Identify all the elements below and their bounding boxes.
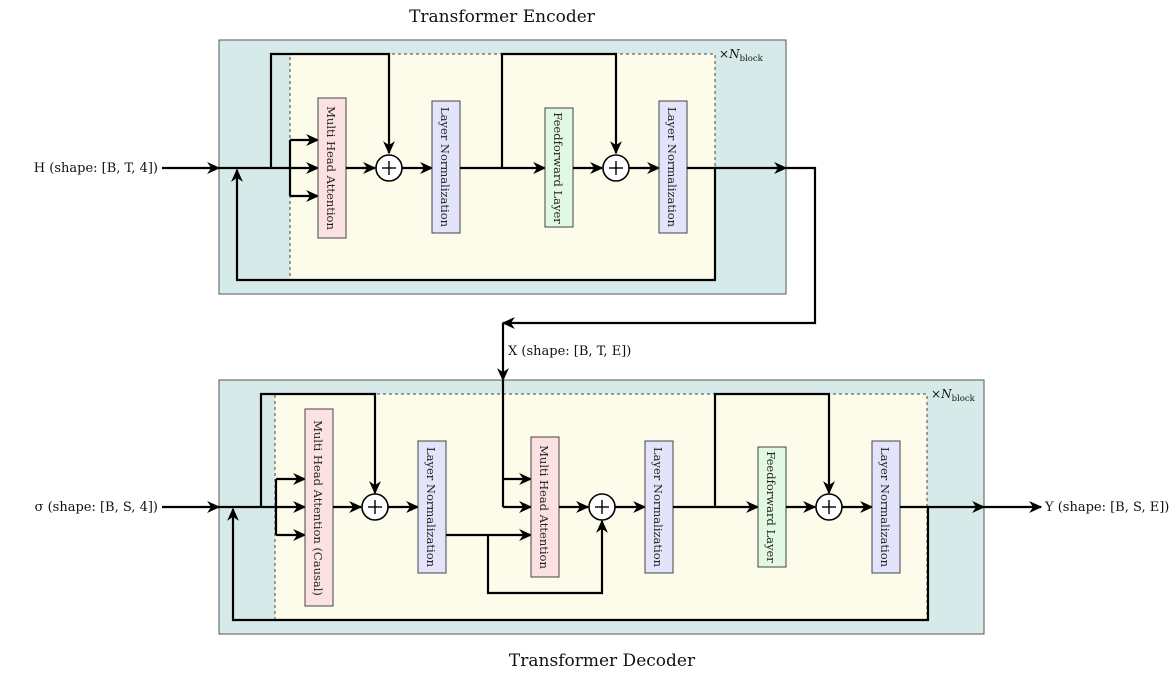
decoder-output-label: Y (shape: [B, S, E])	[1044, 500, 1169, 515]
decoder-norm-3-block	[871, 440, 901, 574]
encoder-norm-1-label: Layer Normalization	[438, 107, 452, 228]
encoder-sum-1-icon	[375, 154, 403, 182]
decoder-sum-3-icon	[815, 493, 843, 521]
decoder-norm-3-label: Layer Normalization	[878, 447, 892, 568]
decoder-sum-1-icon	[361, 493, 389, 521]
encoder-loop-back	[231, 166, 717, 282]
decoder-loop-back	[227, 505, 930, 622]
decoder-cross-attention-label: Multi Head Attention	[537, 445, 551, 569]
encoder-sum-2-icon	[602, 154, 630, 182]
encoder-to-decoder-line	[501, 166, 817, 329]
decoder-feedforward-block	[757, 446, 787, 568]
decoder-feedforward-label: Feedforward Layer	[764, 451, 778, 563]
decoder-residual-3	[713, 392, 835, 507]
decoder-causal-attention-label: Multi Head Attention (Causal)	[311, 420, 325, 596]
decoder-causal-attention-block	[304, 408, 334, 607]
encoder-attention-block	[317, 97, 347, 239]
encoder-feedforward-block	[544, 107, 574, 228]
decoder-residual-1	[259, 392, 381, 507]
encoder-norm-2-label: Layer Normalization	[665, 107, 679, 228]
encoder-attention-label: Multi Head Attention	[324, 106, 338, 230]
bridge-label: X (shape: [B, T, E])	[508, 344, 631, 359]
decoder-cross-attention-block	[530, 436, 560, 578]
decoder-title: Transformer Decoder	[509, 651, 696, 671]
decoder-norm-1-block	[417, 440, 447, 574]
decoder-sum-2-icon	[588, 493, 616, 521]
decoder-input-label: σ (shape: [B, S, 4])	[35, 500, 158, 515]
encoder-repeat-label: ×Nblock	[719, 47, 764, 64]
encoder-feedforward-label: Feedforward Layer	[551, 112, 565, 224]
decoder-norm-2-block	[644, 440, 674, 574]
encoder-title: Transformer Encoder	[409, 7, 596, 27]
encoder-input-label: H (shape: [B, T, 4])	[34, 161, 158, 176]
decoder-norm-2-label: Layer Normalization	[651, 447, 665, 568]
encoder-norm-2-block	[658, 100, 688, 234]
encoder-residual-2	[500, 52, 622, 168]
encoder-residual-1	[269, 52, 395, 168]
decoder-repeat-label: ×Nblock	[931, 387, 976, 404]
decoder-residual-2	[486, 519, 608, 595]
encoder-norm-1-block	[431, 100, 461, 234]
decoder-norm-1-label: Layer Normalization	[424, 447, 438, 568]
